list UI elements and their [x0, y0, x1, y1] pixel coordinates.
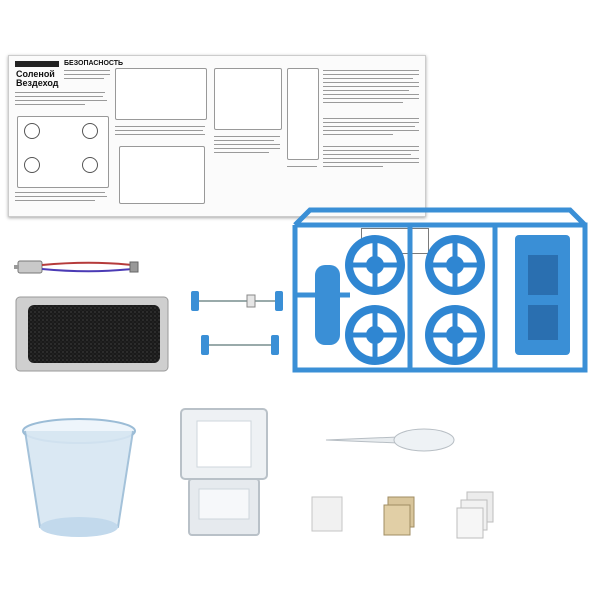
text-line: [323, 78, 413, 79]
felt-pad-shape: [456, 507, 484, 539]
text-line: [287, 166, 317, 167]
battery-cover: [315, 265, 340, 345]
pipette-tip: [325, 436, 399, 444]
text-line: [323, 154, 411, 155]
axle-end: [201, 335, 209, 355]
title-line1: Соленой: [16, 69, 55, 79]
text-line: [323, 162, 419, 163]
wheel: [425, 235, 485, 295]
chassis-compartment: [198, 488, 250, 520]
text-line: [323, 102, 403, 103]
axle-bottom: [201, 335, 279, 355]
cup-base: [40, 517, 118, 537]
text-line: [323, 74, 419, 75]
text-line: [15, 96, 103, 97]
text-line: [15, 200, 95, 201]
safety-heading: БЕЗОПАСНОСТЬ: [64, 60, 124, 67]
motor-part: [14, 260, 139, 274]
axle-end: [275, 291, 283, 311]
chassis-window: [196, 420, 252, 468]
instruction-sheet: Соленой Вездеход БЕЗОПАСНОСТЬ: [8, 55, 429, 254]
plate: [383, 504, 411, 536]
diagram-figure: [287, 68, 319, 160]
cup-part: [22, 418, 136, 537]
text-line: [64, 74, 110, 75]
salt-content: [28, 305, 160, 363]
text-line: [323, 126, 415, 127]
text-line: [323, 150, 419, 151]
text-line: [323, 130, 419, 131]
text-line: [323, 86, 419, 87]
wheel-sketch: [24, 157, 40, 173]
wheel: [425, 305, 485, 365]
text-line: [115, 134, 205, 135]
felt-pad: [311, 496, 343, 532]
wheel-sketch: [82, 157, 98, 173]
diagram-figure: [214, 68, 282, 130]
text-line: [214, 152, 269, 153]
text-line: [214, 144, 280, 145]
text-line: [323, 158, 419, 159]
blue-wire: [41, 268, 133, 273]
text-line: [323, 122, 419, 123]
battery-holder: [515, 235, 570, 355]
text-line: [214, 148, 280, 149]
chassis-part: [180, 408, 268, 536]
text-line: [214, 136, 280, 137]
text-line: [64, 70, 110, 71]
axle-end: [191, 291, 199, 311]
text-line: [323, 98, 419, 99]
text-line: [323, 134, 393, 135]
wheel-sketch: [24, 123, 40, 139]
text-line: [323, 146, 419, 147]
felt-pads-stack: [456, 491, 494, 539]
sprue-frame: [292, 222, 588, 373]
pipette-part: [325, 428, 455, 452]
text-line: [323, 90, 409, 91]
text-line: [323, 82, 419, 83]
diagram-figure: [115, 68, 207, 120]
axle-end: [271, 335, 279, 355]
felt-pad-shape: [311, 496, 343, 532]
wire-clip: [129, 261, 139, 273]
axles-part: [191, 291, 283, 355]
text-line: [15, 196, 107, 197]
text-line: [15, 92, 105, 93]
wheel: [345, 235, 405, 295]
text-line: [323, 166, 383, 167]
wheel-sketch: [82, 123, 98, 139]
red-wire: [41, 261, 133, 266]
title-line2: Вездеход: [16, 78, 59, 88]
diagram-figure: [17, 116, 109, 188]
pipette-bulb: [393, 428, 455, 452]
salt-bag: [15, 296, 169, 372]
sprue-top: [293, 207, 587, 227]
text-line: [15, 104, 85, 105]
axle-top: [191, 291, 283, 311]
wheel: [345, 305, 405, 365]
text-line: [115, 126, 205, 127]
text-line: [64, 78, 104, 79]
motor-shaft: [14, 265, 19, 269]
brand-bar: [15, 61, 59, 67]
blue-sprue: [292, 207, 588, 373]
text-line: [15, 192, 105, 193]
text-line: [323, 70, 419, 71]
text-line: [323, 94, 419, 95]
text-line: [214, 140, 274, 141]
text-line: [115, 130, 203, 131]
motor-body: [17, 260, 43, 274]
text-line: [323, 118, 419, 119]
sheet-title: Соленой Вездеход: [16, 70, 58, 88]
magnesium-plates: [383, 496, 415, 536]
text-line: [15, 100, 107, 101]
diagram-figure: [119, 146, 205, 204]
axle-gear: [246, 294, 256, 308]
